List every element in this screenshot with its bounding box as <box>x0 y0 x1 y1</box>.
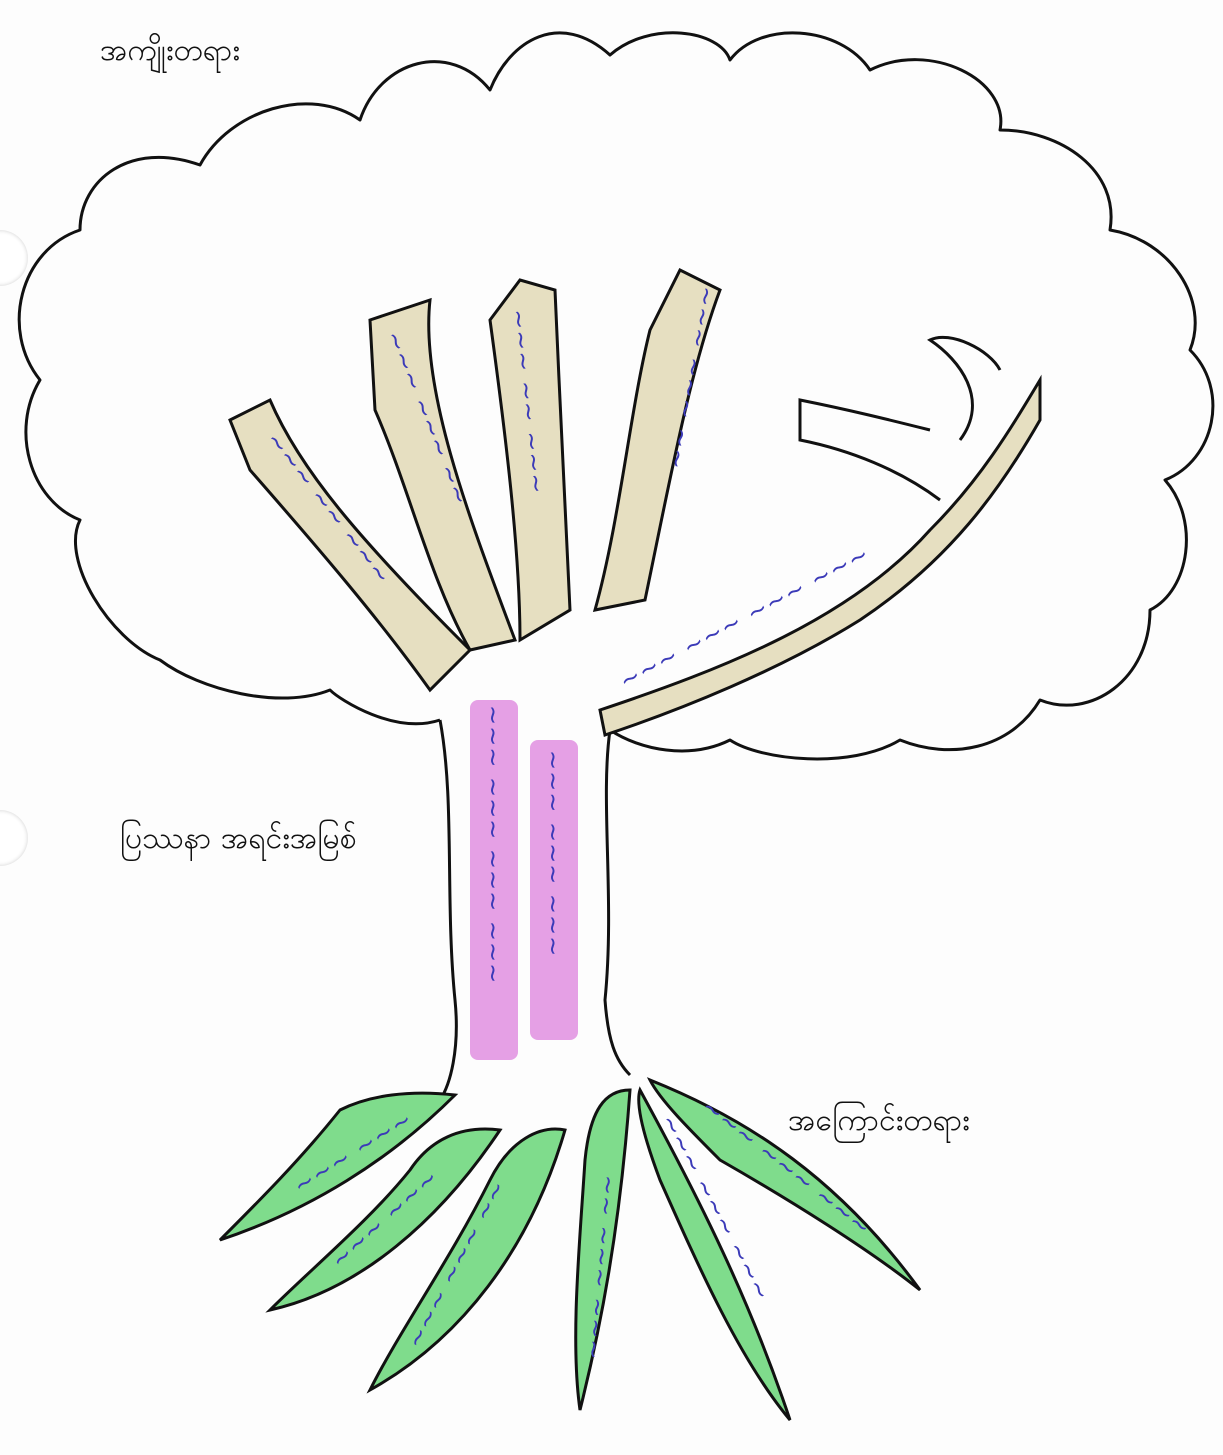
tree-trunk-right-edge <box>605 730 630 1075</box>
effects-label: အကျိုးတရား <box>100 30 240 75</box>
effect-branch-5-twig-2 <box>930 337 1000 440</box>
effect-branch-1-handwriting: ~~~ ~~ ~~~ <box>260 426 397 590</box>
problem-label: ပြဿနာ အရင်းအမြစ် <box>120 818 357 863</box>
tree-trunk-left-edge <box>440 720 456 1100</box>
problem-1-handwriting: ~~~ ~~~ ~~~ ~~~ <box>479 705 507 984</box>
problem-statements: ~~~ ~~~ ~~~ ~~~ ~~~ ~~~ ~~~ <box>470 700 578 1060</box>
effect-branches: ~~~ ~~ ~~~ ~~~ ~~~ ~~ ~~~ ~~ ~~~ ~~~ ~~~… <box>230 270 1040 735</box>
effect-branch-5-twig <box>800 400 940 500</box>
problem-2-handwriting: ~~~ ~~~ ~~~ <box>539 750 567 957</box>
causes-label: အကြောင်းတရား <box>788 1100 970 1145</box>
